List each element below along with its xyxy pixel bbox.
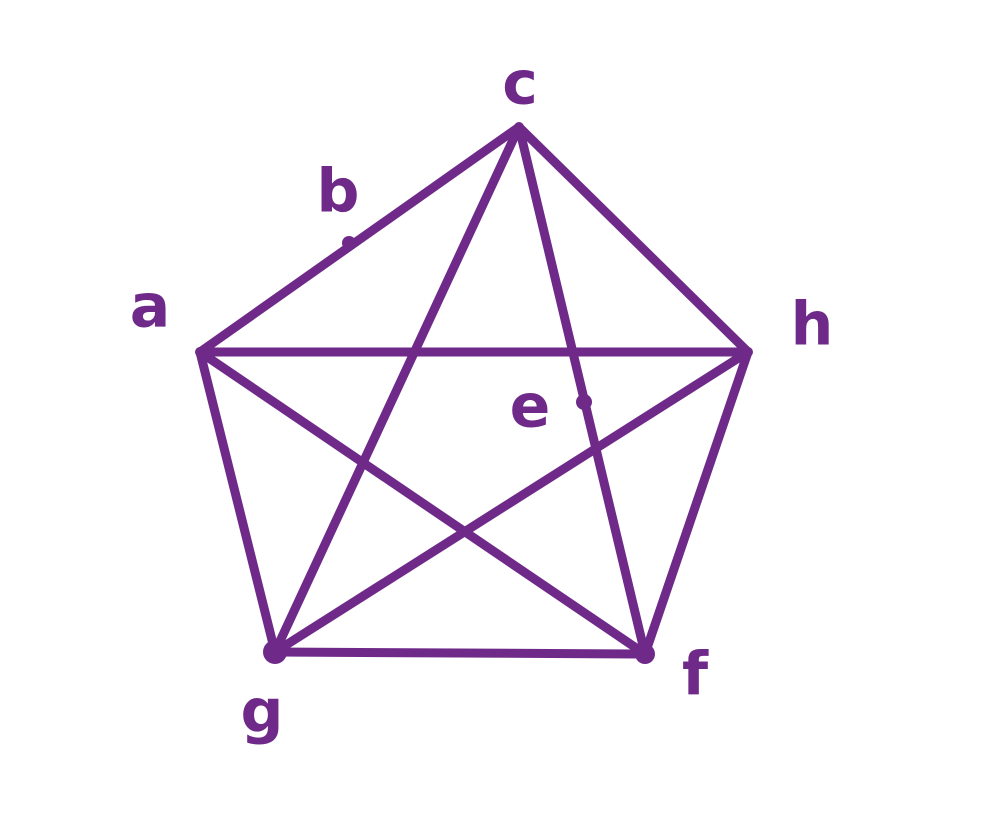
edge-c-g	[270, 122, 524, 657]
edge-h-f	[640, 347, 753, 659]
vertex-a	[195, 347, 205, 357]
edge-a-c	[195, 122, 524, 357]
vertex-g	[263, 640, 287, 664]
edge-h-g	[270, 347, 753, 657]
graph-edges	[195, 122, 753, 659]
edge-g-f	[270, 647, 650, 659]
vertex-h	[743, 347, 753, 357]
graph-vertex-labels: a b c e f g h	[130, 49, 834, 747]
graph-vertices	[195, 122, 753, 664]
vertex-label-f: f	[682, 640, 709, 710]
vertex-label-b: b	[317, 157, 360, 227]
vertex-label-e: e	[510, 372, 551, 442]
edge-c-f	[514, 122, 650, 659]
vertex-label-h: h	[791, 290, 834, 360]
vertex-c	[514, 122, 524, 132]
vertex-label-g: g	[241, 677, 284, 747]
vertex-label-c: c	[502, 49, 538, 119]
vertex-b	[342, 236, 356, 250]
vertex-e	[576, 394, 592, 410]
edge-a-f	[195, 347, 650, 659]
edge-a-g	[195, 347, 280, 657]
vertex-label-a: a	[130, 272, 171, 342]
edge-c-h	[514, 122, 753, 357]
vertex-f	[635, 644, 655, 664]
